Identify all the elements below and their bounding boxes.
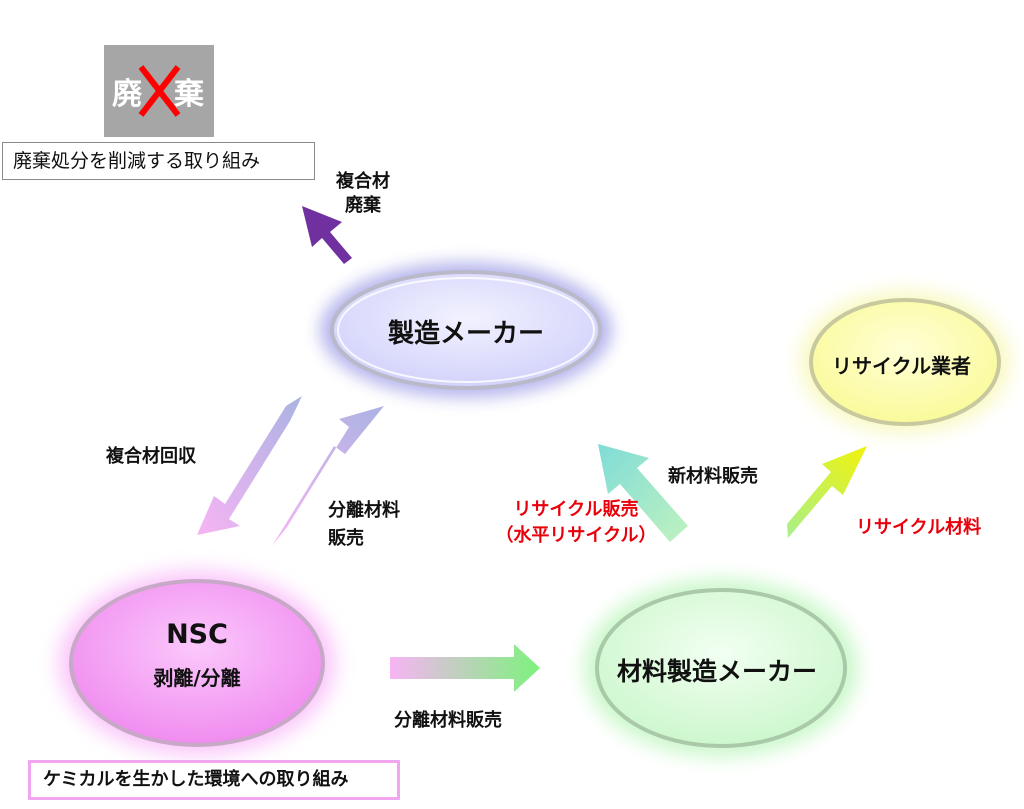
collection-arrow (197, 396, 302, 535)
separated-sale-label: 分離材料 販売 (328, 497, 400, 553)
material-maker-node (585, 580, 857, 756)
recycled-material-arrow (787, 446, 867, 538)
waste-reduction-label: 廃棄処分を削減する取り組み (2, 142, 315, 180)
manufacturer-label: 製造メーカー (388, 319, 545, 349)
recycle-sale-line1: リサイクル販売 (513, 499, 639, 520)
recycle-sale-label: リサイクル販売 （水平リサイクル） (476, 497, 676, 549)
composite-disposal-label: 複合材 廃棄 (336, 170, 390, 218)
separated-material-sale-label: 分離材料販売 (394, 710, 502, 731)
new-material-sale-arrow (598, 444, 688, 542)
separated-sale-line2: 販売 (328, 528, 364, 549)
composite-disposal-line2: 廃棄 (345, 195, 381, 216)
waste-box: 廃 棄 (104, 45, 214, 137)
waste-char-left: 廃 (112, 77, 142, 112)
manufacturer-node (320, 262, 612, 398)
nsc-node (59, 571, 335, 755)
disposal-arrow (302, 206, 352, 264)
separated-material-sale-arrow (390, 644, 540, 692)
nsc-title: NSC (166, 619, 228, 650)
material-maker-label: 材料製造メーカー (617, 657, 818, 686)
cross-icon (138, 65, 181, 117)
waste-char-right: 棄 (174, 77, 204, 112)
recycle-sale-line2: （水平リサイクル） (495, 525, 657, 546)
nsc-label: NSC 剥離/分離 (120, 619, 274, 691)
chemical-env-label: ケミカルを生かした環境への取り組み (28, 760, 400, 800)
new-material-sale-label: 新材料販売 (668, 466, 758, 487)
separated-sale-line1: 分離材料 (328, 500, 400, 521)
recycler-node (801, 292, 1009, 432)
nsc-subtitle: 剥離/分離 (153, 666, 241, 690)
recycler-label: リサイクル業者 (832, 354, 971, 378)
recycled-material-label: リサイクル材料 (856, 517, 982, 538)
composite-collection-label: 複合材回収 (106, 446, 196, 467)
composite-disposal-line1: 複合材 (336, 171, 390, 192)
